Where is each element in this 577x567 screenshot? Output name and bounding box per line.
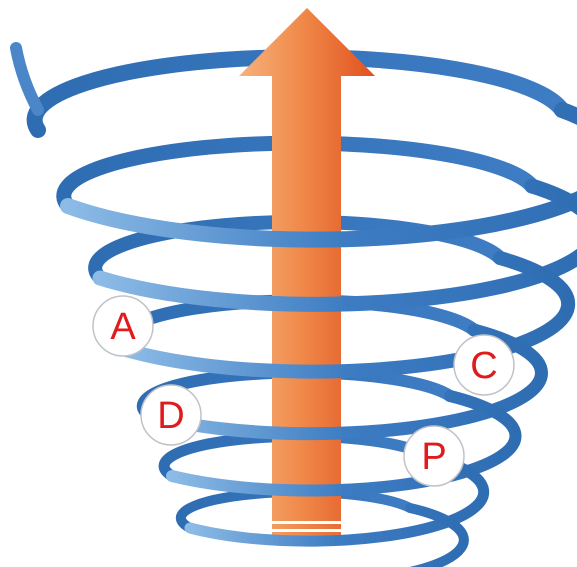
up-arrow-icon	[239, 8, 375, 543]
spiral-coil-front	[239, 503, 469, 567]
badge-d-label: D	[157, 395, 184, 437]
badge-p: P	[403, 425, 465, 487]
spiral-coil-front	[184, 450, 490, 547]
badge-c: C	[453, 334, 515, 396]
badge-a: A	[92, 295, 154, 357]
spiral-tail	[10, 42, 44, 116]
badge-d: D	[140, 384, 202, 446]
spiral-coil-front	[143, 323, 548, 441]
spiral-coil-back	[56, 135, 540, 214]
badge-c-label: C	[470, 345, 497, 387]
badge-p-label: P	[421, 436, 446, 478]
badge-a-label: A	[110, 306, 136, 348]
spiral-coil-front	[60, 102, 577, 248]
spiral-coil-front	[92, 178, 577, 312]
